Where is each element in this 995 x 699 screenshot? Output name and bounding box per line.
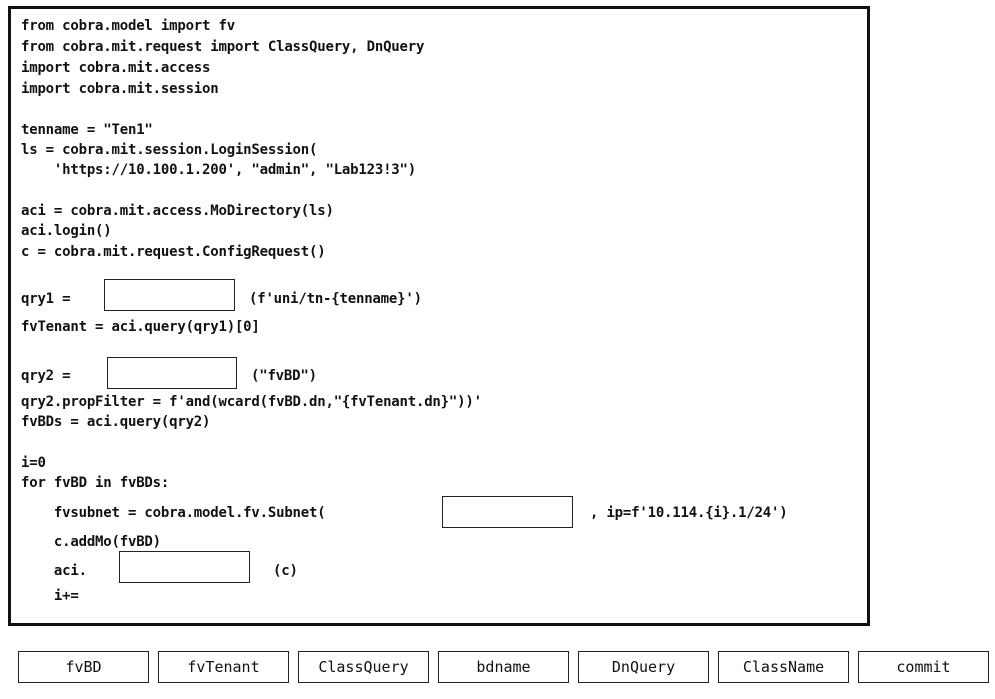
code-panel: from cobra.model import fv from cobra.mi…: [8, 6, 870, 626]
option-classname[interactable]: ClassName: [718, 651, 849, 683]
code-line-import-access: import cobra.mit.access: [21, 60, 211, 76]
code-line-aci-login: aci.login(): [21, 223, 112, 239]
drop-slot-subnet-parent[interactable]: [442, 496, 573, 528]
code-line-fvbds-query: fvBDs = aci.query(qry2): [21, 414, 211, 430]
answer-options-row: fvBD fvTenant ClassQuery bdname DnQuery …: [0, 651, 995, 691]
code-line-increment: i+=: [21, 588, 79, 604]
code-line-import-fv: from cobra.model import fv: [21, 18, 235, 34]
code-line-login-session: ls = cobra.mit.session.LoginSession(: [21, 142, 318, 158]
drop-slot-qry1[interactable]: [104, 279, 235, 311]
code-line-qry1-prefix: qry1 =: [21, 291, 71, 307]
code-line-qry2-suffix: ("fvBD"): [251, 368, 317, 384]
option-commit[interactable]: commit: [858, 651, 989, 683]
code-line-tenname: tenname = "Ten1": [21, 122, 153, 138]
drop-slot-aci-method[interactable]: [119, 551, 250, 583]
code-line-fvtenant-query: fvTenant = aci.query(qry1)[0]: [21, 319, 260, 335]
code-line-subnet-suffix: , ip=f'10.114.{i}.1/24'): [590, 505, 788, 521]
code-line-import-session: import cobra.mit.session: [21, 81, 219, 97]
code-line-config-request: c = cobra.mit.request.ConfigRequest(): [21, 244, 326, 260]
code-line-modirectory: aci = cobra.mit.access.MoDirectory(ls): [21, 203, 334, 219]
code-line-qry2-prefix: qry2 =: [21, 368, 71, 384]
option-bdname[interactable]: bdname: [438, 651, 569, 683]
option-classquery[interactable]: ClassQuery: [298, 651, 429, 683]
code-line-i-init: i=0: [21, 455, 46, 471]
code-line-for-loop: for fvBD in fvBDs:: [21, 475, 170, 491]
code-line-propfilter: qry2.propFilter = f'and(wcard(fvBD.dn,"{…: [21, 394, 482, 410]
code-line-qry1-suffix: (f'uni/tn-{tenname}'): [249, 291, 422, 307]
drop-slot-qry2[interactable]: [107, 357, 237, 389]
code-line-login-args: 'https://10.100.1.200', "admin", "Lab123…: [21, 162, 416, 178]
code-line-import-request: from cobra.mit.request import ClassQuery…: [21, 39, 425, 55]
option-fvtenant[interactable]: fvTenant: [158, 651, 289, 683]
option-dnquery[interactable]: DnQuery: [578, 651, 709, 683]
code-line-subnet-prefix: fvsubnet = cobra.model.fv.Subnet(: [21, 505, 326, 521]
code-line-aci-suffix: (c): [273, 563, 298, 579]
option-fvbd[interactable]: fvBD: [18, 651, 149, 683]
code-line-aci-prefix: aci.: [21, 563, 87, 579]
code-line-addmo: c.addMo(fvBD): [21, 534, 161, 550]
